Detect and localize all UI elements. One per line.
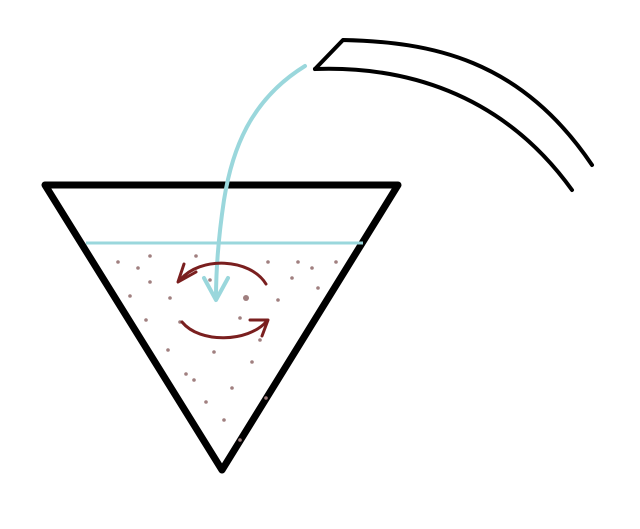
kettle-spout-icon [313,38,594,192]
ground-dot [148,280,152,284]
ground-dot [334,260,338,264]
ground-dot [238,316,242,320]
ground-dot [194,254,198,258]
ground-dot [136,266,140,270]
ground-dot [230,386,234,390]
ground-dot [296,260,300,264]
ground-dot [166,348,170,352]
ground-dot [212,350,216,354]
ground-dot [276,298,280,302]
ground-dot [264,396,268,400]
kettle-spout-upper-edge [313,38,594,167]
ground-dot [116,260,120,264]
ground-dot [184,372,188,376]
ground-dot [204,400,208,404]
circular-swirl-arrows-icon [176,261,270,340]
swirl-lower-arc [180,320,268,340]
water-stream [214,64,307,300]
ground-dot [266,260,270,264]
swirl-upper-arrowhead [176,262,198,284]
ground-dot [222,418,226,422]
water-stream-arrowhead [202,276,230,302]
ground-dot [316,286,320,290]
swirl-lower-arrowhead [248,318,270,338]
coffee-grounds [116,254,338,442]
ground-dot [310,266,314,270]
ground-dot [290,276,294,280]
ground-dot [243,295,249,301]
ground-dot [192,378,196,382]
kettle-spout-lower-edge [313,66,574,192]
ground-dot [148,254,152,258]
dripper-outline [41,181,402,474]
cone-dripper-icon [41,181,402,474]
ground-dot [238,438,242,442]
ground-dot [168,296,172,300]
ground-dot [144,318,148,322]
swirl-upper-arc [178,261,268,286]
water-stream-arrow-icon [202,64,307,302]
ground-dot [128,294,132,298]
ground-dot [258,338,262,342]
ground-dot [208,278,212,282]
ground-dot [250,360,254,364]
